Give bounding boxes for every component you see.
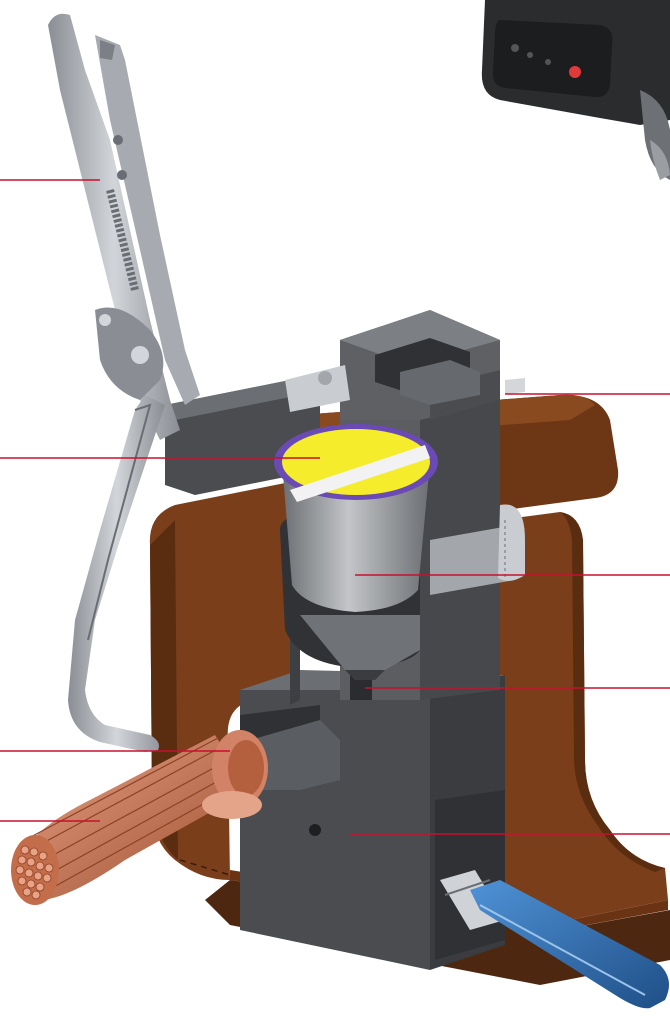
vent-hole-icon [309, 824, 321, 836]
leader-lines [0, 179, 670, 835]
igniter-led-icon [569, 66, 581, 78]
weld-powder-icon [282, 429, 430, 495]
crucible-cup-icon [274, 424, 438, 612]
locking-pliers-icon [48, 13, 200, 752]
side-clamp-icon [430, 504, 525, 595]
spark-gun-handle-icon [440, 870, 669, 1009]
copper-cable-icon [11, 730, 268, 905]
igniter-device-icon [481, 0, 670, 180]
